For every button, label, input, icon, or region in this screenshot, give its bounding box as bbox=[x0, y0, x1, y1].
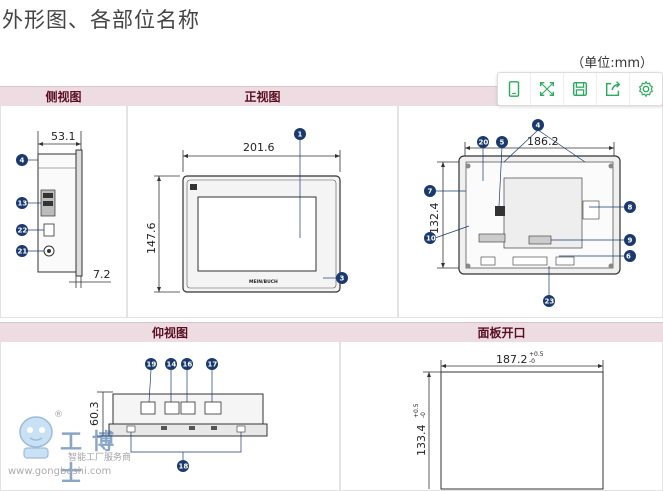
side-depth-dim: 53.1 bbox=[51, 130, 76, 143]
bottom-view-drawing: 60.3 19 14 16 17 18 bbox=[88, 358, 268, 472]
watermark-reg: ® bbox=[54, 410, 63, 420]
share-button[interactable] bbox=[597, 73, 630, 105]
callout-19: 20 bbox=[479, 139, 489, 147]
unit-note: （单位:mm） bbox=[571, 56, 653, 71]
callout-7: 7 bbox=[428, 188, 433, 196]
cutout-height-dim: 133.4 bbox=[415, 425, 428, 457]
panel-cutout-drawing: 187.2 +0.5 -0 133.4 +0.5 -0 bbox=[413, 351, 604, 490]
save-icon bbox=[572, 81, 588, 97]
callout-10: 6 bbox=[626, 253, 631, 261]
front-view-header: 正视图 bbox=[127, 86, 398, 106]
fullscreen-button[interactable] bbox=[531, 73, 564, 105]
callout-5-side: 4 bbox=[20, 157, 25, 165]
save-button[interactable] bbox=[564, 73, 597, 105]
watermark: ® 工博士 智能工厂服务商 www.gongboshi.com bbox=[8, 410, 148, 487]
settings-icon bbox=[638, 80, 654, 98]
mobile-icon bbox=[508, 81, 520, 97]
front-brand-logo: MEIN/BUCH bbox=[249, 279, 278, 285]
callout-21: 21 bbox=[18, 248, 28, 256]
callout-9: 9 bbox=[628, 237, 633, 245]
callout-13: 13 bbox=[18, 200, 28, 208]
back-view-panel: 186.2 132.4 4 20 5 7 10 8 9 6 bbox=[398, 106, 663, 318]
front-view-panel: 201.6 147.6 MEIN/BUCH 1 3 bbox=[127, 106, 398, 318]
share-icon bbox=[605, 81, 621, 97]
side-view-drawing: 53.1 7.2 4 13 22 21 bbox=[16, 130, 111, 288]
callout-18: 19 bbox=[147, 361, 157, 369]
bottom-view-panel: 60.3 19 14 16 17 18 bbox=[0, 342, 340, 491]
callout-4: 5 bbox=[500, 139, 505, 147]
callout-3: 3 bbox=[340, 275, 345, 283]
side-view-panel: 53.1 7.2 4 13 22 21 bbox=[0, 106, 127, 318]
bottom-height-dim: 60.3 bbox=[88, 402, 101, 427]
robot-mascot-icon bbox=[19, 416, 53, 459]
fullscreen-icon bbox=[539, 81, 555, 97]
mobile-view-button[interactable] bbox=[498, 73, 531, 105]
page-title: 外形图、各部位名称 bbox=[2, 8, 200, 32]
callout-17: 17 bbox=[208, 361, 218, 369]
callout-16: 16 bbox=[183, 361, 193, 369]
bottom-view-header: 仰视图 bbox=[0, 322, 340, 342]
back-height-dim: 132.4 bbox=[428, 203, 441, 235]
watermark-sub: 智能工厂服务商 bbox=[68, 453, 132, 463]
side-view-header: 侧视图 bbox=[0, 86, 127, 106]
callout-11: 10 bbox=[426, 235, 436, 243]
cutout-height-tol0: -0 bbox=[420, 412, 427, 418]
back-width-dim: 186.2 bbox=[527, 135, 559, 148]
front-height-dim: 147.6 bbox=[145, 223, 158, 255]
front-width-dim: 201.6 bbox=[243, 141, 275, 154]
panel-cutout-panel: 187.2 +0.5 -0 133.4 +0.5 -0 bbox=[340, 342, 663, 491]
front-view-drawing: 201.6 147.6 MEIN/BUCH 1 3 bbox=[145, 128, 348, 293]
back-view-drawing: 186.2 132.4 4 20 5 7 10 8 9 6 bbox=[424, 119, 636, 307]
watermark-main: 工博士 bbox=[60, 430, 125, 487]
floating-toolbar bbox=[497, 72, 663, 106]
callout-14: 14 bbox=[167, 361, 177, 369]
callout-22: 22 bbox=[18, 227, 28, 235]
cutout-width-tol0: -0 bbox=[529, 358, 535, 365]
callout-20: 18 bbox=[179, 463, 189, 471]
cutout-height-tol: +0.5 bbox=[413, 403, 420, 418]
callout-5-back: 4 bbox=[536, 122, 541, 130]
cutout-width-tol: +0.5 bbox=[529, 351, 544, 358]
panel-cutout-header: 面板开口 bbox=[340, 322, 663, 342]
watermark-url: www.gongboshi.com bbox=[8, 466, 112, 477]
settings-button[interactable] bbox=[630, 73, 662, 105]
side-bezel-dim: 7.2 bbox=[93, 268, 111, 281]
callout-23: 23 bbox=[545, 298, 555, 306]
cutout-width-dim: 187.2 bbox=[496, 353, 528, 366]
callout-8: 8 bbox=[628, 204, 633, 212]
callout-1: 1 bbox=[298, 131, 303, 139]
